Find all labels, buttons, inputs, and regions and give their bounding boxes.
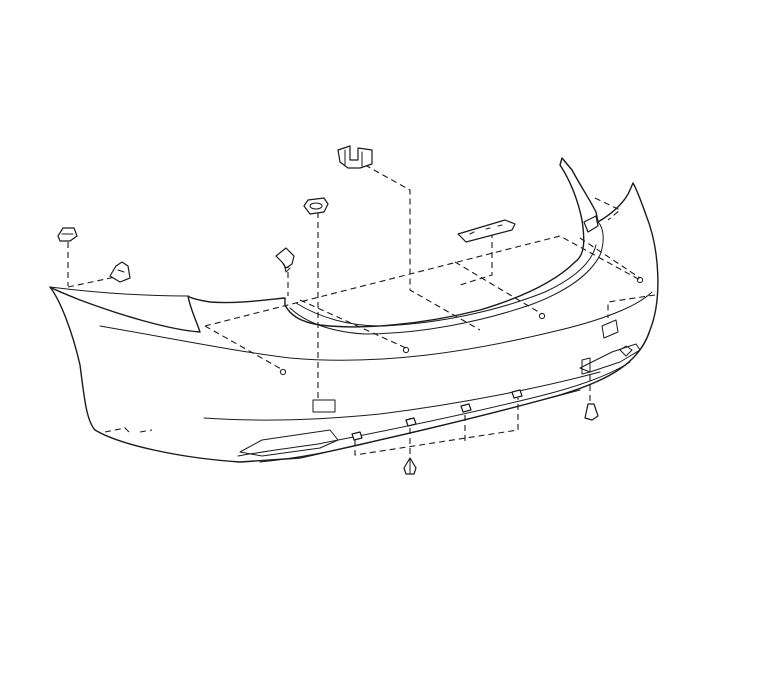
bumper-cover <box>49 157 659 463</box>
left-corner-detail <box>104 427 153 434</box>
lower-clip <box>405 417 417 427</box>
right-lower-bracket <box>584 403 599 421</box>
leader-left-hole <box>204 325 284 371</box>
leader-far-right-hole <box>579 237 641 279</box>
leader-upper-bracket <box>364 164 481 331</box>
center-retainer <box>457 219 516 243</box>
side-bracket-right <box>583 215 599 233</box>
lower-clip <box>351 431 363 441</box>
mounting-clip-left <box>275 247 295 273</box>
right-exhaust-detail <box>581 345 633 375</box>
bumper-lower-skirt <box>237 361 631 457</box>
lower-clip-row <box>351 389 523 441</box>
mount-hole <box>402 346 410 354</box>
left-lower-vent <box>239 429 339 457</box>
leader-right-opening <box>607 294 656 318</box>
mount-hole <box>538 312 546 320</box>
bumper-top-lip <box>49 286 189 297</box>
leader-lines <box>67 164 656 456</box>
reflector-cover <box>303 197 329 215</box>
bumper-lower-skirt-2 <box>259 389 581 463</box>
mount-hole <box>636 276 644 284</box>
leader-right-hole <box>454 261 543 315</box>
leader-upper-plane <box>204 235 641 327</box>
lower-clip <box>460 403 472 413</box>
bumper-character-line <box>99 291 653 361</box>
leader-lower-clips <box>354 398 519 456</box>
right-reflector-opening <box>601 319 619 339</box>
left-reflector-opening <box>312 399 336 413</box>
pin-clip <box>403 457 417 475</box>
bumper-inner-channel <box>289 221 604 335</box>
bumper-lower-line <box>203 371 601 421</box>
side-clip-left <box>57 227 78 242</box>
mount-hole <box>279 368 287 376</box>
lower-clip <box>511 389 523 399</box>
leader-center-retainer <box>459 232 493 286</box>
upper-bracket <box>337 145 373 169</box>
bumper-inner-channel-2 <box>295 244 597 327</box>
leader-left-retainer <box>67 275 121 288</box>
side-retainer-left <box>109 261 131 283</box>
